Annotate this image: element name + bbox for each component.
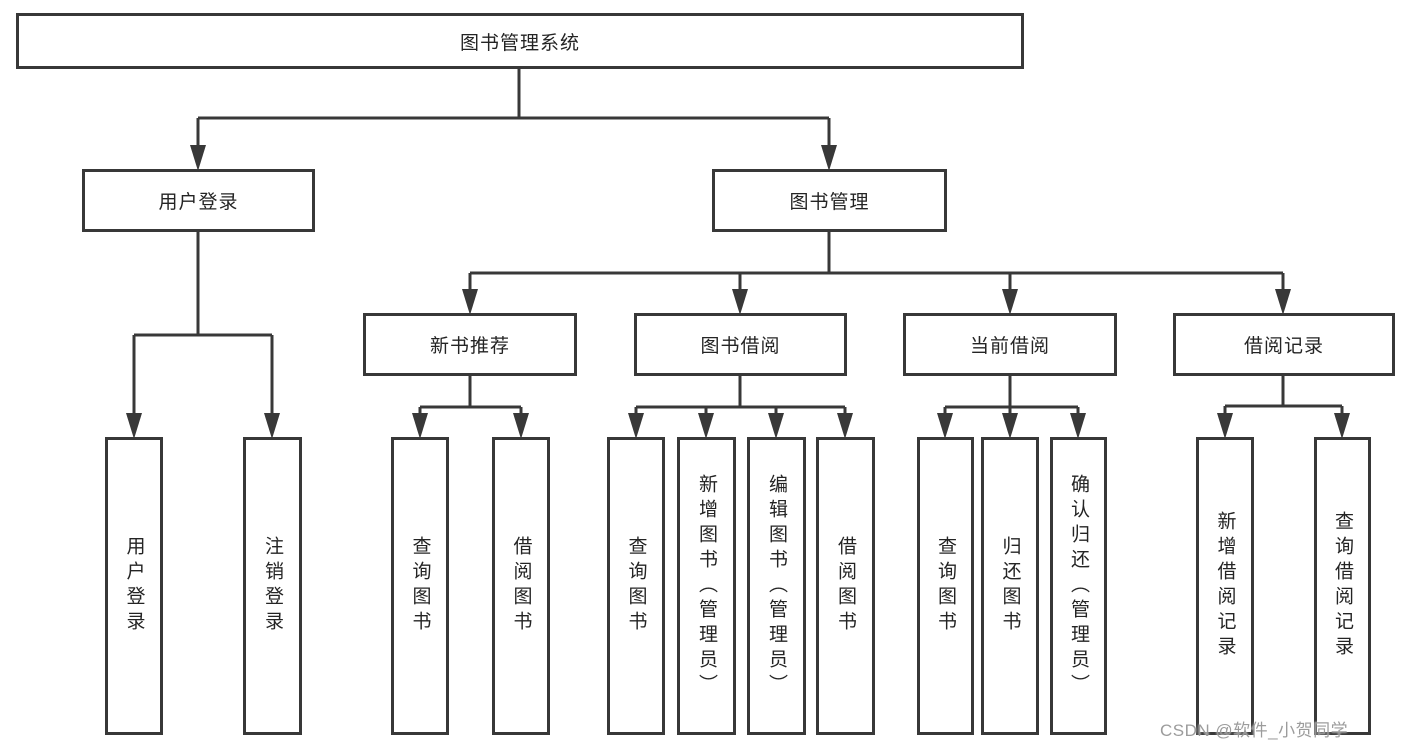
node-return-books: 归还图书 — [981, 437, 1039, 735]
node-borrow-books-1: 借阅图书 — [492, 437, 550, 735]
node-query-borrow-record: 查询借阅记录 — [1314, 437, 1371, 735]
node-user-login-leaf: 用户登录 — [105, 437, 163, 735]
node-book-borrowing: 图书借阅 — [634, 313, 847, 376]
connector-current-borrowing-children — [937, 376, 1086, 439]
node-label: 查询借阅记录 — [1332, 511, 1353, 661]
connector-new-book-recommend-children — [412, 376, 529, 439]
node-book-management: 图书管理 — [712, 169, 947, 232]
arrowhead-icon — [513, 413, 529, 439]
arrowhead-icon — [1275, 289, 1291, 315]
arrowhead-icon — [1217, 413, 1233, 439]
node-current-borrowing: 当前借阅 — [903, 313, 1117, 376]
node-label: 归还图书 — [999, 536, 1021, 636]
connector-borrowing-records-children — [1217, 376, 1350, 439]
node-label: 新增借阅记录 — [1214, 511, 1236, 661]
node-label: 借阅图书 — [510, 536, 532, 636]
connector-user-login-children — [126, 232, 280, 439]
node-label: 新增图书（管理员） — [696, 473, 717, 699]
node-label: 图书借阅 — [700, 336, 781, 357]
node-label: 查询图书 — [935, 536, 956, 636]
arrowhead-icon — [937, 413, 953, 439]
arrowhead-icon — [1070, 413, 1086, 439]
arrowhead-icon — [837, 413, 853, 439]
arrowhead-icon — [190, 145, 206, 171]
node-add-borrow-record: 新增借阅记录 — [1196, 437, 1254, 735]
arrowhead-icon — [1002, 413, 1018, 439]
arrowhead-icon — [462, 289, 478, 315]
arrowhead-icon — [1334, 413, 1350, 439]
node-query-books-1: 查询图书 — [391, 437, 449, 735]
node-label: 查询图书 — [409, 536, 431, 636]
node-label: 借阅图书 — [835, 536, 856, 636]
arrowhead-icon — [732, 289, 748, 315]
arrowhead-icon — [1002, 289, 1018, 315]
arrowhead-icon — [264, 413, 280, 439]
node-label: 注销登录 — [262, 536, 283, 636]
node-add-books-admin: 新增图书（管理员） — [677, 437, 736, 735]
arrowhead-icon — [768, 413, 784, 439]
arrowhead-icon — [821, 145, 837, 171]
node-label: 确认归还（管理员） — [1068, 473, 1089, 699]
node-label: 用户登录 — [158, 192, 239, 213]
node-label: 当前借阅 — [969, 336, 1050, 357]
node-label: 图书管理 — [789, 192, 870, 213]
connector-root-to-level2 — [190, 69, 837, 171]
node-borrow-books-2: 借阅图书 — [816, 437, 875, 735]
node-label: 用户登录 — [123, 536, 145, 636]
node-label: 图书管理系统 — [459, 32, 580, 54]
node-label: 编辑图书（管理员） — [766, 473, 787, 699]
node-logout: 注销登录 — [243, 437, 302, 735]
node-user-login: 用户登录 — [82, 169, 315, 232]
arrowhead-icon — [126, 413, 142, 439]
node-query-books-3: 查询图书 — [917, 437, 974, 735]
node-new-book-recommend: 新书推荐 — [363, 313, 577, 376]
arrowhead-icon — [628, 413, 644, 439]
connector-book-borrowing-children — [628, 376, 853, 439]
node-borrowing-records: 借阅记录 — [1173, 313, 1395, 376]
arrowhead-icon — [698, 413, 714, 439]
node-query-books-2: 查询图书 — [607, 437, 665, 735]
node-label: 新书推荐 — [429, 336, 510, 357]
csdn-watermark: CSDN @软件_小贺同学 — [1160, 721, 1349, 740]
arrowhead-icon — [412, 413, 428, 439]
node-library-management-system: 图书管理系统 — [16, 13, 1024, 69]
node-edit-books-admin: 编辑图书（管理员） — [747, 437, 806, 735]
node-label: 借阅记录 — [1243, 336, 1324, 357]
node-label: 查询图书 — [625, 536, 647, 636]
connector-book-management-children — [462, 232, 1291, 315]
node-confirm-return-admin: 确认归还（管理员） — [1050, 437, 1107, 735]
